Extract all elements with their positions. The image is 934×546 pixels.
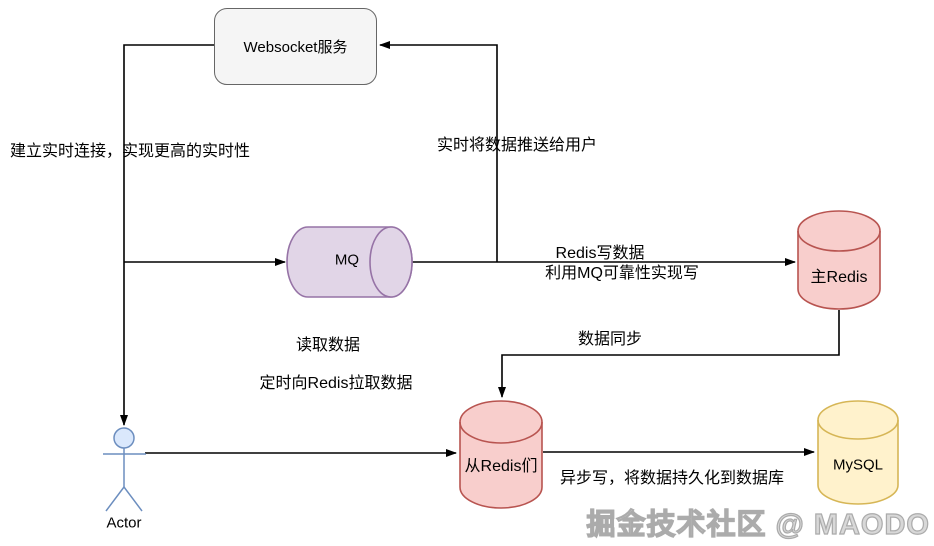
node-slave-redis-label: 从Redis们	[464, 458, 538, 475]
label-mq-reliable-write: 利用MQ可靠性实现写	[545, 265, 699, 282]
actor-figure	[103, 427, 146, 512]
slave-redis-body	[459, 400, 543, 509]
mq-cylinder-cap	[369, 226, 413, 298]
edge-master-to-slave-sync	[498, 310, 840, 398]
mq-cylinder-shape	[286, 226, 413, 298]
node-master-redis-label: 主Redis	[810, 269, 868, 286]
node-websocket: Websocket服务	[214, 8, 377, 85]
label-realtime-connection: 建立实时连接，实现更高的实时性	[10, 143, 251, 160]
slave-redis-cylinder-shape	[459, 400, 543, 509]
label-redis-write: Redis写数据	[555, 245, 645, 262]
master-redis-cylinder-shape	[797, 210, 881, 310]
label-poll-redis: 定时向Redis拉取数据	[259, 375, 413, 392]
slave-redis-rim	[459, 421, 543, 444]
label-push-to-user: 实时将数据推送给用户	[437, 137, 598, 154]
edges	[120, 41, 840, 457]
node-mq-label: MQ	[334, 251, 360, 269]
mysql-rim	[817, 419, 899, 440]
edge-websocket-to-actor	[120, 44, 214, 426]
mysql-cylinder-shape	[817, 400, 899, 505]
master-redis-rim	[797, 230, 881, 252]
actor-head	[113, 427, 135, 449]
master-redis-body	[797, 210, 881, 310]
label-async-write: 异步写，将数据持久化到数据库	[560, 470, 785, 487]
actor-label: Actor	[106, 514, 142, 532]
mysql-body	[817, 400, 899, 505]
watermark-text: 掘金技术社区 @ MAODO	[586, 508, 930, 541]
actor-legs	[105, 486, 143, 512]
node-websocket-label: Websocket服务	[243, 39, 348, 56]
edge-to-websocket-push	[379, 41, 498, 262]
label-data-sync: 数据同步	[577, 331, 643, 348]
label-read-data: 读取数据	[295, 337, 361, 354]
node-mysql-label: MySQL	[832, 456, 884, 474]
